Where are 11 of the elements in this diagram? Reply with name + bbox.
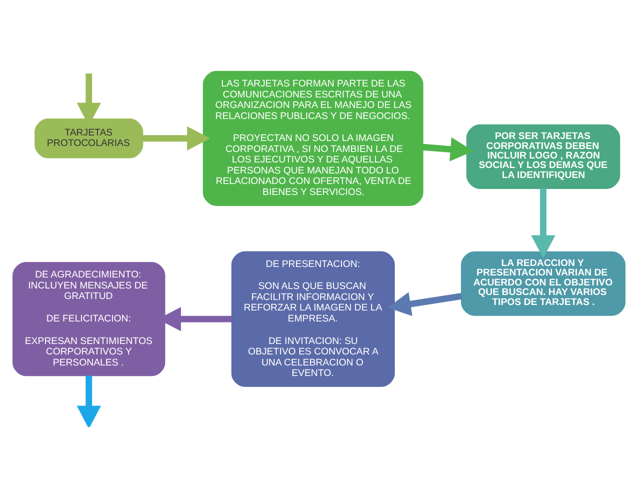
arrow bbox=[531, 188, 556, 258]
arrow bbox=[76, 375, 101, 426]
arrow bbox=[142, 126, 210, 150]
node-box: DE PRESENTACION: SON ALS QUE BUSCAN FACILITR INFORMACION Y REFORZAR LA IMAGEN DE LA EMPRESA. DE INVITACION: SU OBJETIVO ES CONVOCAR A UNA CELEBRACION O EVENTO. bbox=[231, 250, 395, 386]
node-box: POR SER TARJETAS CORPORATIVAS DEBEN INCLUIR LOGO , RAZON SOCIAL Y LOS DEMAS QUE LA IDENTIFIQUEN bbox=[466, 124, 620, 188]
arrow bbox=[422, 136, 474, 161]
node-box: DE AGRADECIMIENTO: INCLUYEN MENSAJES DE GRATITUD DE FELICITACION: EXPRESAN SENTIMIENTOS CORPORATIVOS Y PERSONALES . bbox=[12, 261, 166, 376]
node-box: LA REDACCION Y PRESENTACION VARIAN DE ACUERDO CON EL OBJETIVO QUE BUSCAN. HAY VARIOS TIPOS DE TARJETAS . bbox=[460, 250, 626, 316]
node-box: TARJETAS PROTOCOLARIAS bbox=[34, 118, 144, 158]
node-box: LAS TARJETAS FORMAN PARTE DE LAS COMUNICACIONES ESCRITAS DE UNA ORGANIZACION PARA EL MANEJO DE LAS RELACIONES PUBLICAS Y DE NEGOCIOS. PROYECTAN NO SOLO LA IMAGEN CORPORATIVA , SI NO TAMBIEN LA DE LOS EJECUTIVOS Y DE AQUELLAS PERSONAS QUE MANEJAN TODO LO RELACIONADO CON OFERTNA, VENTA DE BIENES Y SERVICIOS. bbox=[202, 70, 424, 206]
arrow bbox=[388, 292, 462, 316]
